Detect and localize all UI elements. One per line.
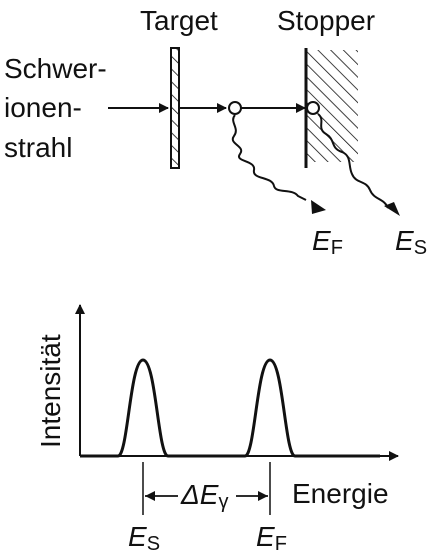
stopper-label: Stopper — [277, 5, 375, 36]
target-foil — [170, 47, 180, 169]
recoil-nucleus-flight — [228, 101, 242, 115]
beam-label-line-3: strahl — [4, 132, 72, 163]
delta-e-gamma-label: ΔEγ — [180, 479, 228, 513]
ef-label-bottom: EF — [256, 521, 287, 555]
gamma-ray-flight-arrowhead — [311, 200, 326, 214]
beam-label-line-2: ionen- — [4, 92, 82, 123]
gamma-ray-flight — [231, 114, 307, 201]
x-axis-label: Energie — [292, 478, 389, 509]
delta-arrow-right-head — [258, 491, 268, 501]
es-label-top: ES — [395, 225, 427, 259]
es-label-bottom: ES — [128, 521, 160, 555]
delta-arrow-left-head — [145, 491, 155, 501]
beam-label-line-1: Schwer- — [4, 53, 107, 84]
ef-label-top: EF — [312, 225, 343, 259]
target-label: Target — [140, 5, 218, 36]
spectrum-curve — [80, 358, 380, 458]
recoil-nucleus-stopped — [306, 101, 320, 115]
gamma-ray-stopped-arrowhead — [384, 202, 400, 216]
experiment-setup: Target Stopper Schwer- ionen- strahl EF … — [4, 5, 427, 259]
beam-label: Schwer- ionen- strahl — [4, 53, 107, 163]
gamma-ray-stopped — [317, 113, 389, 209]
spectrum-plot: Intensität Energie ΔEγ ES EF — [35, 304, 399, 555]
y-axis-label: Intensität — [35, 334, 66, 448]
